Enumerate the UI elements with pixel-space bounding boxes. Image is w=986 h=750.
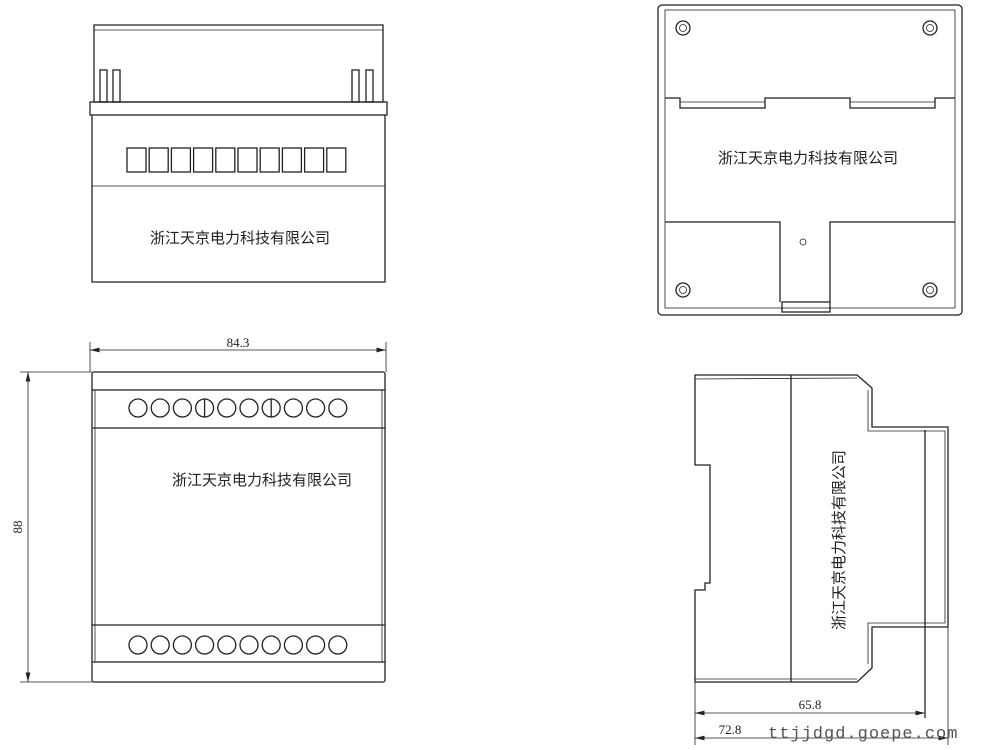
terminal-screw — [128, 635, 148, 655]
terminal-screw — [194, 635, 215, 655]
terminal-window — [259, 147, 280, 173]
depth-total-dimension: 72.8 — [719, 722, 742, 737]
terminal-window — [303, 147, 325, 173]
terminal-row-bottom — [128, 635, 348, 655]
terminal-screw — [217, 635, 237, 655]
terminal-screw — [172, 398, 193, 418]
terminal-screw — [305, 398, 326, 418]
terminal-screw — [328, 398, 348, 418]
terminal-window — [237, 147, 258, 173]
terminal-window — [148, 147, 169, 173]
terminal-window — [126, 147, 147, 173]
top-view: 浙江天京电力科技有限公司 — [89, 24, 388, 283]
side-view: 浙江天京电力科技有限公司 65.8 72.8 — [694, 374, 949, 745]
terminal-window — [192, 147, 214, 173]
company-label-top: 浙江天京电力科技有限公司 — [150, 229, 330, 247]
terminal-window-row — [126, 147, 347, 173]
company-label-front: 浙江天京电力科技有限公司 — [172, 471, 352, 489]
rear-view: 浙江天京电力科技有限公司 — [657, 4, 963, 316]
terminal-screw — [239, 398, 259, 418]
terminal-window — [326, 147, 347, 173]
terminal-window — [215, 147, 236, 173]
terminal-screw — [305, 635, 326, 655]
depth-body-dimension: 65.8 — [799, 697, 822, 712]
terminal-screw — [172, 635, 193, 655]
terminal-screw — [128, 398, 148, 418]
terminal-screw — [283, 398, 304, 418]
height-dimension: 88 — [10, 521, 25, 534]
terminal-screw — [261, 635, 281, 655]
terminal-screw — [150, 635, 170, 655]
terminal-window — [281, 147, 303, 173]
company-label-rear: 浙江天京电力科技有限公司 — [718, 149, 898, 167]
company-label-side: 浙江天京电力科技有限公司 — [830, 450, 848, 630]
front-view: 浙江天京电力科技有限公司 84.3 88 — [10, 335, 387, 683]
terminal-row-top — [128, 398, 348, 418]
watermark: ttjjdgd.goepe.com — [768, 725, 958, 744]
terminal-window — [170, 147, 192, 173]
terminal-screw — [283, 635, 304, 655]
width-dimension: 84.3 — [227, 335, 250, 350]
terminal-screw — [217, 398, 237, 418]
terminal-screw — [150, 398, 170, 418]
terminal-screw — [328, 635, 348, 655]
terminal-screw — [239, 635, 259, 655]
